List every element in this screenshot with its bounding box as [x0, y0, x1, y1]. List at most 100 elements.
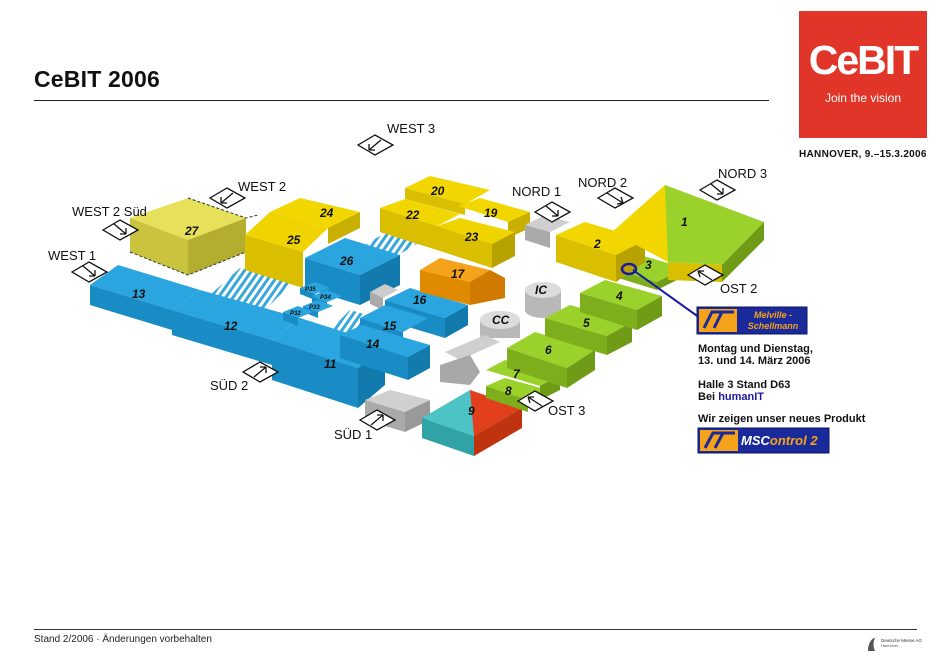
- hall-14[interactable]: [340, 325, 430, 380]
- hall-4[interactable]: [580, 280, 662, 330]
- promo-bei-prefix: Bei: [698, 391, 719, 403]
- hall-label-7: 7: [513, 367, 521, 381]
- entrance-sued2-arrow[interactable]: [241, 361, 280, 383]
- entrance-nord3-arrow[interactable]: [698, 179, 737, 201]
- mscontrol-logo-prefix: MSC: [741, 433, 771, 448]
- pavilion-label-p33: P33: [309, 305, 320, 311]
- hall-label-19: 19: [484, 206, 498, 220]
- hall-label-25: 25: [286, 233, 301, 247]
- hall-20[interactable]: [405, 176, 490, 215]
- hall-label-8: 8: [505, 384, 512, 398]
- entrance-ost2-arrow[interactable]: [686, 264, 725, 286]
- entrance-sued2-label: SÜD 2: [210, 378, 248, 393]
- hall-label-22: 22: [405, 208, 420, 222]
- entrance-west2-arrow[interactable]: [208, 187, 247, 209]
- promo-bei-line: Bei humanIT: [698, 391, 928, 403]
- messe-emblem-icon: [868, 638, 875, 651]
- hall-label-4: 4: [615, 289, 623, 303]
- ic-label: IC: [535, 283, 547, 297]
- hall-label-23: 23: [464, 230, 479, 244]
- hall-label-24: 24: [319, 206, 334, 220]
- hall-label-9: 9: [468, 404, 475, 418]
- cc-building[interactable]: [440, 311, 520, 385]
- pavilion-label-p32: P32: [290, 311, 301, 317]
- hall-label-17: 17: [451, 267, 466, 281]
- melville-schellmann-logo[interactable]: Melville - Schellmann: [696, 306, 808, 335]
- org-name-line1: Deutsche Messe AG: [881, 638, 923, 643]
- hall-27[interactable]: [129, 197, 259, 276]
- entrance-nord1-label: NORD 1: [512, 184, 561, 199]
- hall-19[interactable]: [458, 198, 530, 238]
- page-title: CeBIT 2006: [34, 66, 161, 92]
- promo-product-line: Wir zeigen unser neues Produkt: [698, 413, 866, 425]
- mscontrol-logo-mid: ontrol: [770, 433, 807, 448]
- footer-divider: [34, 629, 917, 630]
- deutsche-messe-logo: Deutsche Messe AG Hannover: [868, 638, 923, 651]
- title-divider: [34, 100, 769, 101]
- gray-building-nord: [525, 215, 570, 248]
- pavilion-label-p35: P35: [305, 287, 316, 293]
- entrance-ost2-label: OST 2: [720, 281, 757, 296]
- hall-label-16: 16: [413, 293, 427, 307]
- hall-label-11: 11: [324, 357, 337, 371]
- promo-bei-company[interactable]: humanIT: [718, 391, 765, 403]
- hall-label-14: 14: [366, 337, 380, 351]
- entrance-sued1-arrow[interactable]: [358, 409, 397, 431]
- exhibitor-leader-line: [632, 269, 701, 319]
- hall-24[interactable]: [270, 198, 360, 244]
- hall-13[interactable]: [90, 265, 200, 330]
- mscontrol-logo-num: 2: [807, 433, 819, 448]
- mscontrol-logo-text: MSControl 2: [741, 433, 818, 448]
- hall-23[interactable]: [437, 218, 515, 268]
- promo-date-line1: Montag und Dienstag,: [698, 343, 813, 355]
- entrance-west1-label: WEST 1: [48, 248, 96, 263]
- hall-label-13: 13: [132, 287, 146, 301]
- pavilion-p32[interactable]: [283, 306, 313, 326]
- hall-25[interactable]: [245, 212, 328, 288]
- entrance-ost3-label: OST 3: [548, 403, 585, 418]
- entrance-nord1-arrow[interactable]: [533, 201, 572, 223]
- hall-label-12: 12: [224, 319, 238, 333]
- hall-label-26: 26: [339, 254, 354, 268]
- pavilion-p35[interactable]: [300, 282, 330, 300]
- entrance-sued1-label: SÜD 1: [334, 427, 372, 442]
- entrance-nord2-label: NORD 2: [578, 175, 627, 190]
- hall-5[interactable]: [545, 305, 632, 355]
- entrance-nord2-arrow[interactable]: [596, 187, 635, 209]
- cebit-logo: CeBIT Join the vision: [799, 11, 927, 138]
- pavilion-label-p34: P34: [320, 295, 331, 301]
- entrance-west2-label: WEST 2: [238, 179, 286, 194]
- entrance-west2sued-arrow[interactable]: [101, 219, 140, 241]
- hall-22[interactable]: [380, 199, 460, 250]
- hall-label-2: 2: [593, 237, 601, 251]
- logo-tagline: Join the vision: [824, 91, 902, 105]
- org-name-line2: Hannover: [881, 643, 899, 648]
- exhibitor-location-marker[interactable]: [620, 262, 638, 276]
- melville-logo-line2: Schellmann: [748, 321, 799, 331]
- hall-6[interactable]: [507, 332, 595, 388]
- exhibitor-info: Montag und Dienstag, 13. und 14. März 20…: [698, 343, 928, 425]
- hall-1[interactable]: [612, 185, 764, 282]
- hall-label-3: 3: [645, 258, 652, 272]
- city-dates: HANNOVER, 9.–15.3.2006: [799, 149, 927, 160]
- entrance-west3-arrow[interactable]: [356, 134, 395, 156]
- ic-building[interactable]: [525, 282, 561, 318]
- hall-12[interactable]: [172, 290, 300, 365]
- entrance-west1-arrow[interactable]: [70, 261, 109, 283]
- promo-stand-line: Halle 3 Stand D63: [698, 379, 791, 391]
- footer-note: Stand 2/2006 · Änderungen vorbehalten: [34, 634, 212, 645]
- mscontrol-logo[interactable]: MSControl 2: [697, 427, 830, 454]
- hall-label-5: 5: [583, 316, 590, 330]
- hall-label-6: 6: [545, 343, 552, 357]
- hall-label-1: 1: [681, 215, 688, 229]
- hall-label-20: 20: [430, 184, 445, 198]
- entrance-ost3-arrow[interactable]: [516, 390, 555, 412]
- hall-17[interactable]: [420, 258, 505, 305]
- hall-label-15: 15: [383, 319, 397, 333]
- entrance-west3-label: WEST 3: [387, 121, 435, 136]
- entrance-nord3-label: NORD 3: [718, 166, 767, 181]
- gray-building-center: [370, 284, 398, 310]
- promo-date-line2: 13. und 14. März 2006: [698, 355, 811, 367]
- entrance-west2sued-label: WEST 2 Süd: [72, 204, 147, 219]
